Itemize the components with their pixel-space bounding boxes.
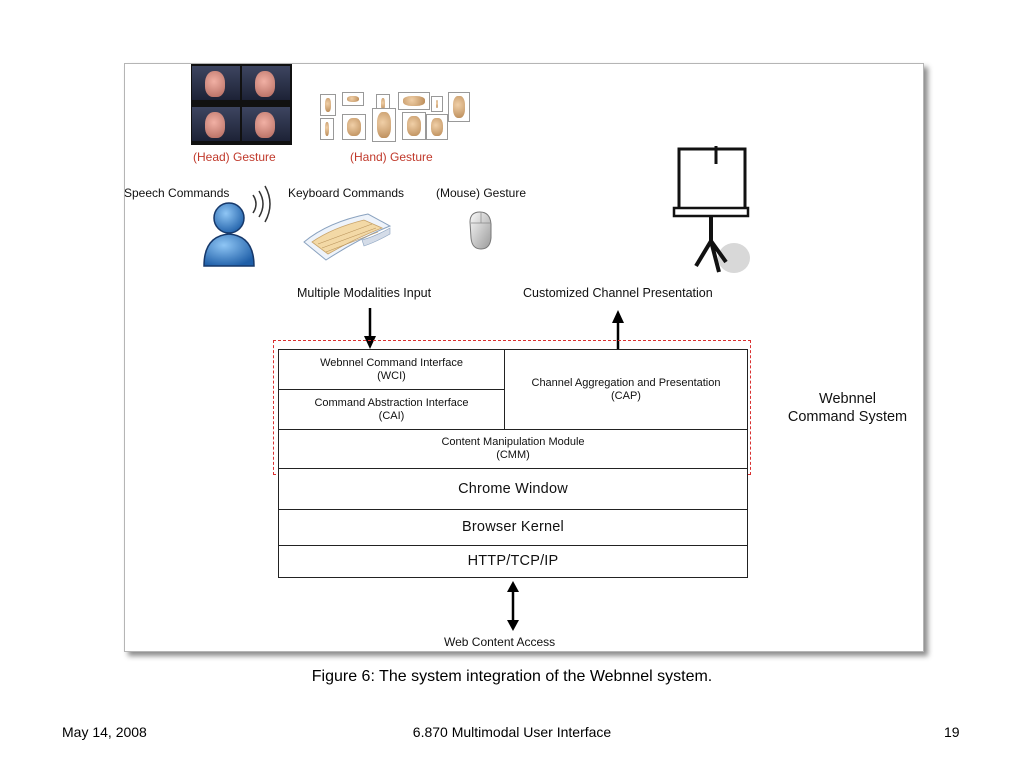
hand-gesture-label: (Hand) Gesture — [350, 150, 433, 164]
http-stack-box: HTTP/TCP/IP — [278, 545, 748, 578]
cmm-box: Content Manipulation Module (CMM) — [278, 429, 748, 469]
wci-box: Webnnel Command Interface (WCI) — [278, 349, 505, 390]
cap-line1: Channel Aggregation and Presentation — [531, 376, 721, 389]
input-down-arrow — [364, 308, 376, 349]
customized-channel-presentation-label: Customized Channel Presentation — [523, 286, 713, 300]
cmm-line1: Content Manipulation Module — [441, 436, 585, 448]
speaker-person-icon — [203, 185, 271, 267]
page-number: 19 — [944, 724, 960, 740]
footer-date: May 14, 2008 — [62, 724, 147, 740]
head-gesture-label: (Head) Gesture — [193, 150, 276, 164]
web-access-bidirectional-arrow — [507, 581, 519, 631]
cai-box: Command Abstraction Interface (CAI) — [278, 389, 505, 430]
figure-caption: Figure 6: The system integration of the … — [311, 668, 713, 685]
keyboard-commands-label: Keyboard Commands — [288, 186, 405, 200]
web-content-access-label: Web Content Access — [444, 635, 556, 649]
projector-screen-icon — [672, 146, 750, 273]
system-label-line2: Command System — [787, 409, 908, 425]
multiple-modalities-input-label: Multiple Modalities Input — [297, 286, 432, 300]
speech-commands-label: Speech Commands — [124, 186, 230, 200]
cai-line1: Command Abstraction Interface — [314, 396, 469, 409]
presentation-up-arrow — [612, 310, 624, 352]
chrome-window-box: Chrome Window — [278, 468, 748, 510]
mouse-gesture-label: (Mouse) Gesture — [436, 186, 527, 200]
wci-line1: Webnnel Command Interface — [320, 356, 463, 369]
cai-line2: (CAI) — [378, 409, 405, 422]
system-label-line1: Webnnel — [819, 391, 876, 407]
cmm-line2: (CMM) — [496, 449, 530, 461]
cap-line2: (CAP) — [611, 389, 641, 402]
webnnel-command-system-label: Webnnel Command System — [770, 390, 925, 426]
mouse-icon — [469, 211, 492, 250]
head-gesture-image — [191, 64, 292, 145]
cap-box: Channel Aggregation and Presentation (CA… — [504, 349, 748, 430]
footer-course-title: 6.870 Multimodal User Interface — [412, 724, 612, 740]
browser-kernel-box: Browser Kernel — [278, 509, 748, 546]
wci-line2: (WCI) — [377, 369, 406, 382]
hand-gesture-image — [318, 90, 470, 142]
keyboard-icon — [303, 213, 392, 261]
